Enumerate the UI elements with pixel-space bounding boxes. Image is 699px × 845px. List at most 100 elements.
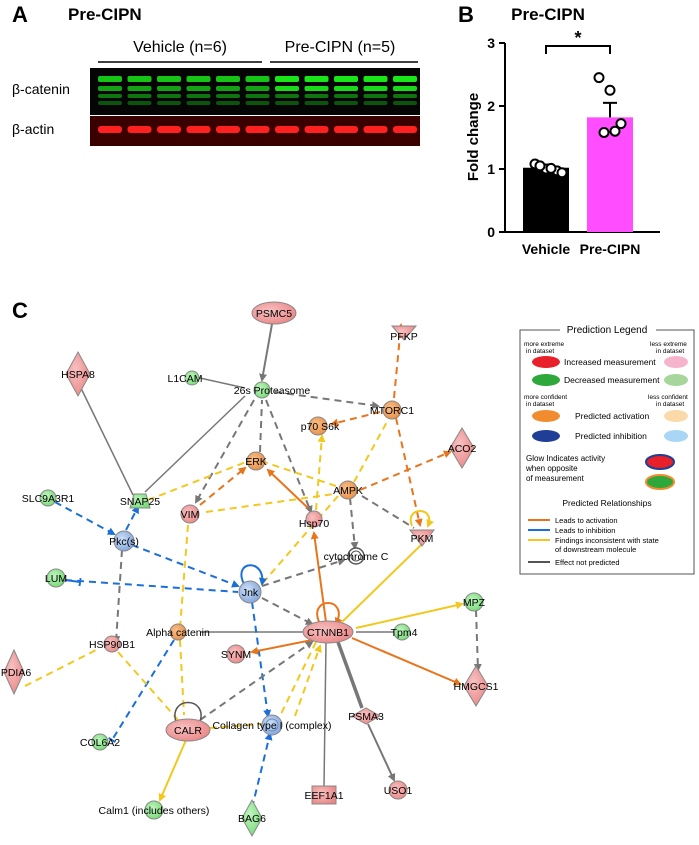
significance-bracket — [545, 45, 611, 54]
label-uso1: USO1 — [384, 785, 413, 797]
node-psmc5[interactable] — [251, 301, 297, 325]
panel-a-letter: A — [12, 2, 28, 27]
node-tpm4[interactable] — [393, 623, 411, 641]
catenin-band — [334, 101, 358, 105]
edge-mpz-hmgcs1 — [473, 609, 482, 672]
node-vim[interactable] — [180, 504, 200, 524]
edge-slc-pkc — [54, 501, 116, 535]
node-bag6[interactable] — [241, 798, 263, 838]
edge-proteasome-hsp70 — [265, 399, 313, 514]
node-eef1a1[interactable] — [311, 785, 337, 805]
actin-band — [157, 126, 181, 133]
label-hmgcs1: HMGCS1 — [454, 681, 499, 693]
y-tick-label: 3 — [487, 35, 495, 51]
catenin-bands — [98, 76, 417, 105]
legend-title-bg — [560, 323, 656, 336]
node-calr[interactable] — [165, 718, 211, 742]
edge-proteasome-mtorc1 — [274, 391, 380, 410]
edge-ctnnb1-eef1a1 — [323, 641, 327, 787]
label-calm1: Calm1 (includes others) — [99, 805, 210, 817]
chart-title: Pre-CIPN — [511, 5, 585, 24]
node-aco2[interactable] — [449, 427, 475, 469]
edge-ampk-mtorc1 — [353, 419, 389, 483]
y-axis-label: Fold change — [465, 93, 482, 181]
node-hsp70[interactable] — [305, 510, 323, 528]
data-point — [593, 72, 605, 84]
edge-bag6-collagen — [251, 732, 273, 809]
label-snap25: SNAP25 — [120, 496, 160, 508]
node-slc[interactable] — [39, 489, 57, 507]
catenin-band — [363, 76, 388, 82]
catenin-band — [275, 94, 299, 98]
label-psma3: PSMA3 — [348, 711, 384, 723]
edge-pkc-snap25 — [125, 505, 139, 531]
edge-ampk-aco2 — [359, 450, 452, 491]
node-collagen[interactable] — [261, 714, 283, 736]
label-ctnnb1: CTNNB1 — [307, 627, 349, 639]
edge-ampk-cytc — [349, 497, 359, 550]
node-jnk[interactable] — [238, 580, 262, 604]
edge-ctnnb1-self — [316, 602, 343, 626]
node-lum[interactable] — [46, 568, 66, 588]
node-mpz[interactable] — [464, 592, 484, 612]
edge-ctnnb1-psma3 — [336, 641, 364, 709]
node-hspa8[interactable] — [65, 350, 91, 398]
legend-title: Prediction Legend — [567, 325, 648, 336]
node-psma3[interactable] — [350, 707, 382, 725]
node-col6a2[interactable] — [91, 733, 109, 751]
node-calm1[interactable] — [144, 800, 164, 820]
catenin-band — [157, 94, 181, 98]
node-collagen-inner — [265, 718, 279, 732]
data-point — [615, 118, 627, 130]
actin-band — [186, 126, 211, 133]
catenin-band — [393, 101, 417, 105]
catenin-row-label: β-catenin — [12, 81, 70, 97]
node-uso1[interactable] — [388, 780, 408, 800]
node-pdia6[interactable] — [3, 648, 25, 696]
catenin-band — [216, 86, 240, 91]
node-l1cam[interactable] — [184, 370, 200, 386]
catenin-band — [157, 86, 181, 91]
node-proteasome[interactable] — [253, 381, 271, 399]
node-ampk[interactable] — [338, 480, 358, 500]
node-pkm[interactable] — [409, 529, 435, 547]
node-ctnnb1[interactable] — [302, 620, 354, 644]
node-hsp90[interactable] — [103, 635, 121, 653]
node-mtorc1[interactable] — [382, 400, 402, 420]
node-synm[interactable] — [226, 644, 246, 664]
node-pfkp[interactable] — [390, 325, 418, 341]
node-cytc-inner — [350, 550, 362, 562]
edge-proteasome-snap25 — [144, 395, 246, 493]
actin-row-label: β-actin — [12, 121, 54, 137]
node-erk[interactable] — [246, 451, 266, 471]
label-mpz: MPZ — [463, 597, 486, 609]
edge-jnk-self — [240, 564, 267, 586]
catenin-band — [98, 86, 122, 91]
catenin-band — [127, 94, 152, 98]
catenin-band — [363, 86, 388, 91]
node-hmgcs1[interactable] — [463, 665, 489, 707]
precipn-group-label: Pre-CIPN (n=5) — [285, 39, 396, 56]
legend-activation-strong — [532, 410, 560, 422]
data-point — [556, 167, 568, 179]
edge-ampk-pkm — [361, 495, 415, 529]
node-alpha[interactable] — [169, 623, 187, 641]
node-pkcs[interactable] — [113, 530, 135, 552]
catenin-band — [186, 76, 211, 82]
edge-snap25-erk — [147, 461, 247, 501]
edge-ampk-erk — [263, 461, 337, 487]
label-pdia6: PDIA6 — [1, 667, 32, 679]
legend-increased-strong — [532, 356, 560, 368]
label-lum: LUM — [45, 573, 67, 585]
catenin-band — [157, 101, 181, 105]
edge-ctnnb1-collagen — [279, 641, 317, 717]
node-cytc[interactable] — [347, 547, 365, 565]
catenin-band — [127, 86, 152, 91]
node-snap25[interactable] — [129, 493, 151, 509]
node-p70[interactable] — [308, 416, 328, 436]
catenin-band — [363, 94, 388, 98]
